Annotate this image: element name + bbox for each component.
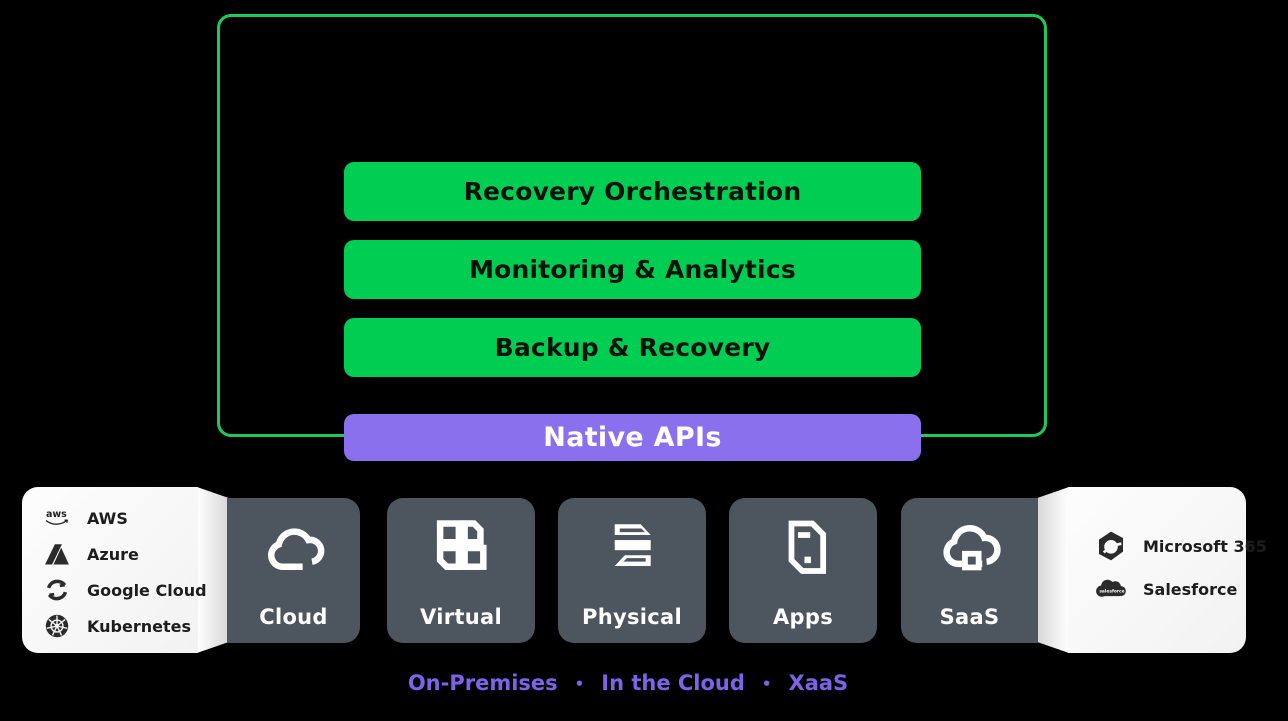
workload-tile-cloud: Cloud xyxy=(227,498,360,643)
legend-item-on-premises: On-Premises xyxy=(407,671,558,695)
list-item: aws AWS xyxy=(42,503,198,533)
svg-text:salesforce: salesforce xyxy=(1099,589,1124,595)
provider-label: AWS xyxy=(87,508,128,528)
saas-icon xyxy=(942,524,1001,571)
microsoft-365-logo-icon xyxy=(1094,529,1128,563)
separator-dot: • xyxy=(761,675,772,693)
cloud-providers-panel: aws AWS Azure xyxy=(22,487,207,653)
svg-text:aws: aws xyxy=(46,509,67,520)
service-label: Backup & Recovery xyxy=(494,333,771,362)
list-item: Azure xyxy=(42,539,198,569)
tile-label: Cloud xyxy=(259,605,328,629)
tile-label: Physical xyxy=(582,605,682,629)
tile-label: Virtual xyxy=(420,605,502,629)
apps-icon xyxy=(788,520,827,574)
azure-logo-icon xyxy=(42,539,72,569)
aws-logo-icon: aws xyxy=(42,503,72,533)
left-panel-fold xyxy=(197,487,228,653)
service-bar-monitoring-analytics: Monitoring & Analytics xyxy=(344,240,921,299)
deployment-legend: On-Premises • In the Cloud • XaaS xyxy=(0,671,1256,695)
list-item: Google Cloud xyxy=(42,575,207,605)
tile-label: SaaS xyxy=(939,605,1000,629)
service-label: Monitoring & Analytics xyxy=(469,255,796,284)
saas-providers-panel: Microsoft 365 salesforce Salesforce xyxy=(1068,487,1267,653)
provider-label: Google Cloud xyxy=(87,580,207,600)
tile-label: Apps xyxy=(772,605,834,629)
service-bar-recovery-orchestration: Recovery Orchestration xyxy=(344,162,921,221)
kubernetes-logo-icon xyxy=(42,611,72,641)
workload-tile-apps: Apps xyxy=(729,498,877,643)
native-apis-label: Native APIs xyxy=(543,422,722,453)
separator-dot: • xyxy=(574,675,585,693)
native-apis-bar: Native APIs xyxy=(344,414,921,461)
list-item: Microsoft 365 xyxy=(1094,529,1267,563)
provider-label: Kubernetes xyxy=(87,616,191,636)
workload-tile-physical: Physical xyxy=(558,498,706,643)
workload-tile-virtual: Virtual xyxy=(387,498,535,643)
list-item: salesforce Salesforce xyxy=(1094,572,1246,606)
right-panel-fold xyxy=(1038,487,1069,653)
physical-icon xyxy=(614,524,651,566)
workload-tile-saas: SaaS xyxy=(901,498,1038,643)
provider-label: Salesforce xyxy=(1143,579,1238,599)
cloud-icon xyxy=(267,528,324,570)
list-item: Kubernetes xyxy=(42,611,198,641)
legend-item-in-the-cloud: In the Cloud xyxy=(601,671,745,695)
salesforce-logo-icon: salesforce xyxy=(1094,572,1128,606)
provider-label: Microsoft 365 xyxy=(1143,536,1267,556)
legend-item-xaas: XaaS xyxy=(788,671,849,695)
provider-label: Azure xyxy=(87,544,139,564)
google-cloud-logo-icon xyxy=(42,575,72,605)
virtual-icon xyxy=(436,520,487,570)
service-label: Recovery Orchestration xyxy=(463,177,802,206)
service-bar-backup-recovery: Backup & Recovery xyxy=(344,318,921,377)
